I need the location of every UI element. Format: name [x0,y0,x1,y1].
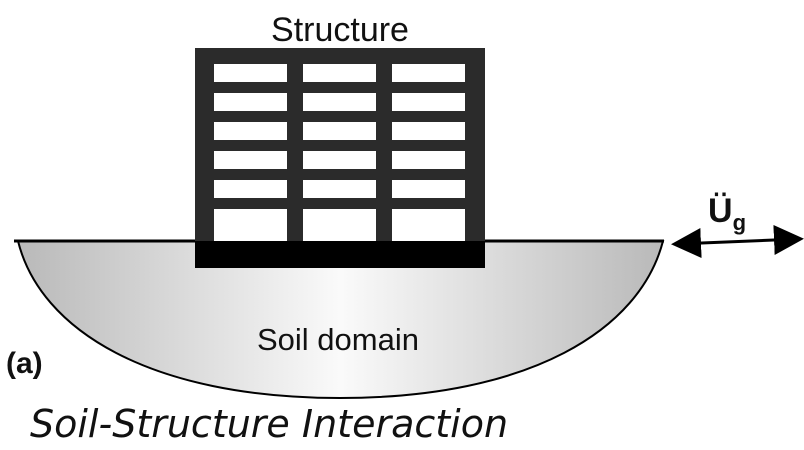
frame-opening [392,209,465,241]
panel-label: (a) [6,347,43,380]
frame-opening [303,209,376,241]
figure-caption: Soil-Structure Interaction [30,402,508,446]
frame-opening [303,151,376,169]
frame-opening [392,122,465,140]
frame-opening [214,151,287,169]
frame-opening [303,93,376,111]
frame-opening [392,64,465,82]
frame-opening [214,64,287,82]
frame-opening [392,151,465,169]
frame-opening [303,64,376,82]
frame-opening [214,209,287,241]
soil-domain [16,240,665,400]
frame-opening [303,122,376,140]
structure-label: Structure [271,11,409,49]
frame-opening [214,122,287,140]
frame-opening [214,93,287,111]
frame-opening [392,93,465,111]
ground-acceleration-subscript: g [733,210,746,235]
soil-domain-label: Soil domain [257,322,419,357]
ground-motion-arrow [671,225,804,258]
frame-openings [214,64,465,241]
foundation-slab [195,241,485,268]
frame-opening [303,180,376,198]
frame-opening [392,180,465,198]
building-frame [195,48,485,248]
frame-opening [214,180,287,198]
ground-acceleration-symbol: Üg [708,192,746,235]
